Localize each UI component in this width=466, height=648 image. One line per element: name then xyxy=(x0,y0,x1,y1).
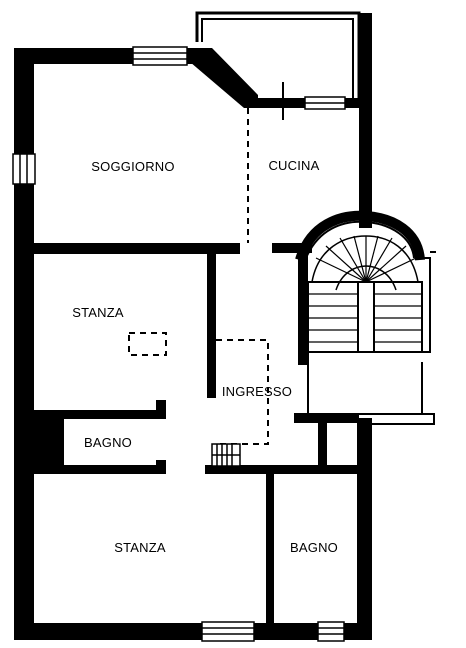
label-stanza-top: STANZA xyxy=(72,305,124,320)
window-bagno-bottom xyxy=(317,621,345,642)
outer-walls xyxy=(14,13,372,640)
interior-walls xyxy=(28,243,358,623)
window-stanza-bottom xyxy=(201,621,255,642)
window-soggiorno-top xyxy=(132,46,188,66)
balcony-door xyxy=(258,82,305,120)
label-bagno-right: BAGNO xyxy=(290,540,338,555)
windows xyxy=(12,46,346,642)
stairwell xyxy=(295,210,436,425)
label-soggiorno: SOGGIORNO xyxy=(91,159,174,174)
label-bagno-left: BAGNO xyxy=(84,435,132,450)
label-stanza-bottom: STANZA xyxy=(114,540,166,555)
ceiling-fixture xyxy=(128,332,167,356)
room-labels: SOGGIORNO CUCINA STANZA INGRESSO BAGNO S… xyxy=(72,158,338,555)
diagonal-wall xyxy=(190,48,258,108)
label-ingresso: INGRESSO xyxy=(222,384,292,399)
dashed-outlines xyxy=(128,108,269,445)
label-cucina: CUCINA xyxy=(268,158,319,173)
entry-steps xyxy=(211,443,241,467)
window-soggiorno-left xyxy=(12,153,36,185)
